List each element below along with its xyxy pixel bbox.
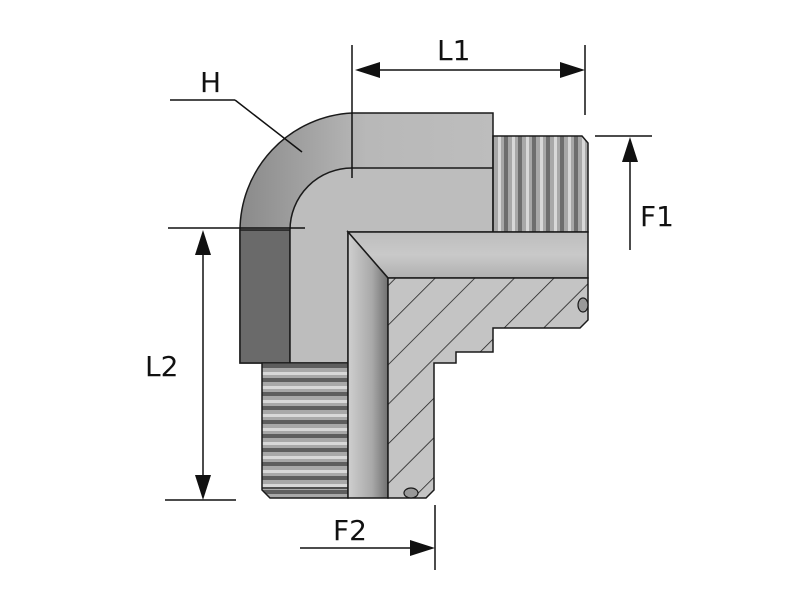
label-h: H [200,66,221,99]
bore-vertical [347,229,389,499]
f1-arrow-up [622,137,638,162]
label-l1: L1 [437,34,470,67]
l2-arrow-up [195,230,211,255]
l2-arrow-down [195,475,211,500]
o-ring-right [577,297,589,313]
elbow-dark-band [239,229,291,364]
label-f1: F1 [640,200,674,233]
bore-horizontal [346,231,589,279]
right-thread [492,135,589,233]
f2-arrow-right [410,540,435,556]
bottom-thread [261,362,349,499]
o-ring-bottom [403,487,419,499]
label-l2: L2 [145,350,178,383]
label-f2: F2 [333,514,367,547]
l1-arrow-right [560,62,585,78]
section-hatch [387,277,589,499]
l1-arrow-left [355,62,380,78]
